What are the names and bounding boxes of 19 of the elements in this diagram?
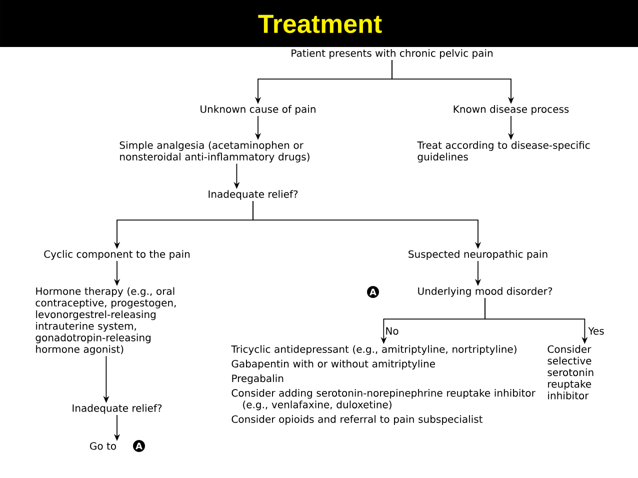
flowchart-step: Inadequate relief? xyxy=(208,190,298,200)
flowchart-step: Simple analgesia (acetaminophen or nonsteroidal anti-inflammatory drugs) xyxy=(120,141,310,162)
title-banner: Treatment xyxy=(0,0,638,47)
flowchart-step: Go to xyxy=(90,442,116,450)
marker-badge: A xyxy=(133,440,145,452)
flowchart-step: Patient presents with chronic pelvic pain xyxy=(292,49,492,59)
flowchart-step: Treat according to disease-specific guidelines xyxy=(417,141,590,162)
flowchart-step: Underlying mood disorder? xyxy=(418,287,552,297)
flowchart-step: Suspected neuropathic pain xyxy=(408,250,548,260)
flowchart-step: Hormone therapy (e.g., oral contraceptive, progestogen, levonorgestrel-releasing intrauterine system, gonadotropin-releasing hormone agonist) xyxy=(36,287,176,355)
edge-label: Yes xyxy=(588,327,604,335)
flowchart-step: Cyclic component to the pain xyxy=(44,250,190,260)
edge-label: No xyxy=(386,327,398,335)
marker-badge: A xyxy=(367,286,379,298)
flowchart-step: Tricyclic antidepressant (e.g., amitriptyline, nortriptyline) Gabapentin with or without amitriptyline Pregabalin Consider adding serotonin-norepinephrine reuptake inhibitor (e.g., venlafaxine, duloxetine) Consider opioids and referral to pain subspecialist xyxy=(231,345,536,425)
flowchart-step: Inadequate relief? xyxy=(72,404,162,414)
flowchart-step: Known disease process xyxy=(454,105,569,115)
flowchart-step: Consider selective serotonin reuptake inhibitor xyxy=(548,345,594,400)
flowchart-step: Unknown cause of pain xyxy=(200,105,316,115)
